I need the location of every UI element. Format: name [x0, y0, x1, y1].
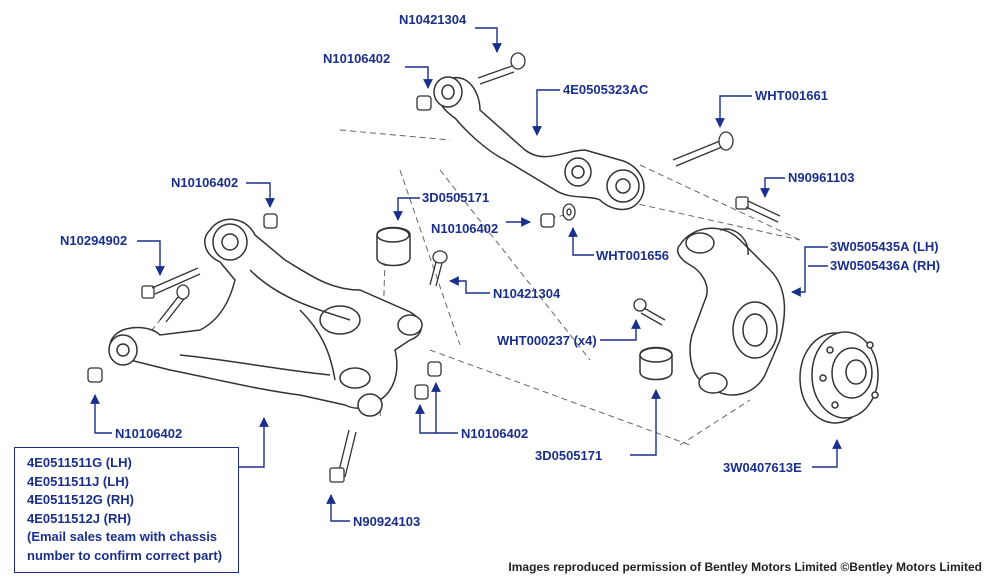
copyright-credit: Images reproduced permission of Bentley …	[508, 560, 982, 574]
lower-bolt-part	[329, 429, 357, 483]
leader-lines	[90, 27, 842, 522]
hub-part	[799, 331, 879, 424]
label-arm-bolt[interactable]: N10421304	[493, 286, 561, 301]
left-nut-part	[263, 213, 278, 229]
label-lower-bolt[interactable]: N90924103	[353, 514, 421, 529]
label-lower-bushing[interactable]: 3D0505171	[535, 448, 603, 463]
label-knuckle-lh[interactable]: 3W0505435A (LH)	[830, 239, 939, 254]
label-top-bolt[interactable]: N10421304	[399, 12, 467, 27]
top-nut-part	[416, 95, 432, 111]
right-nuts-part	[414, 361, 442, 400]
parts-box-note: (Email sales team with chassis	[27, 529, 218, 544]
upper-bushing-part	[376, 226, 411, 267]
long-bolt-part	[672, 131, 734, 167]
washer-part	[562, 203, 576, 221]
label-long-bolt[interactable]: WHT001661	[755, 88, 828, 103]
knuckle-part	[677, 227, 786, 396]
parts-box-line: 4E0511512J (RH)	[27, 510, 132, 526]
parts-box-line: 4E0511512G (RH)	[27, 492, 134, 507]
parts-box-line: 4E0511511G (LH)	[27, 455, 132, 470]
label-hub[interactable]: 3W0407613E	[723, 460, 802, 475]
lower-control-arm	[108, 218, 423, 417]
label-mid-nut[interactable]: N10106402	[431, 221, 499, 236]
bottom-nut-part	[87, 367, 103, 383]
parts-box-line: 4E0511511J (LH)	[27, 473, 129, 489]
label-knuckle-bolt[interactable]: N90961103	[788, 170, 855, 185]
knuckle-bolt-part	[735, 196, 781, 223]
label-left-nut[interactable]: N10106402	[171, 175, 239, 190]
label-upper-arm[interactable]: 4E0505323AC	[563, 82, 649, 97]
label-bottom-nut[interactable]: N10106402	[115, 426, 183, 441]
top-bolt-part	[477, 52, 526, 85]
upper-control-arm	[433, 76, 645, 211]
left-bolt-part	[141, 267, 201, 323]
lower-bushing-part	[639, 346, 673, 381]
lower-arm-parts-box[interactable]: 4E0511511G (LH) 4E0511511J (LH) 4E051151…	[14, 447, 239, 573]
label-right-nuts[interactable]: N10106402	[461, 426, 529, 441]
label-mount-bushing[interactable]: 3D0505171	[422, 190, 490, 205]
label-left-bolt[interactable]: N10294902	[60, 233, 128, 248]
bolt-x4-part	[633, 298, 666, 326]
label-bolt-x4[interactable]: WHT000237 (x4)	[497, 333, 597, 348]
label-top-nut[interactable]: N10106402	[323, 51, 391, 66]
parts-box-note: number to confirm correct part)	[27, 547, 223, 563]
label-washer[interactable]: WHT001656	[596, 248, 669, 263]
mid-nut-part	[540, 213, 555, 228]
arm-bolt-part	[429, 250, 448, 287]
label-knuckle-rh[interactable]: 3W0505436A (RH)	[830, 258, 941, 273]
